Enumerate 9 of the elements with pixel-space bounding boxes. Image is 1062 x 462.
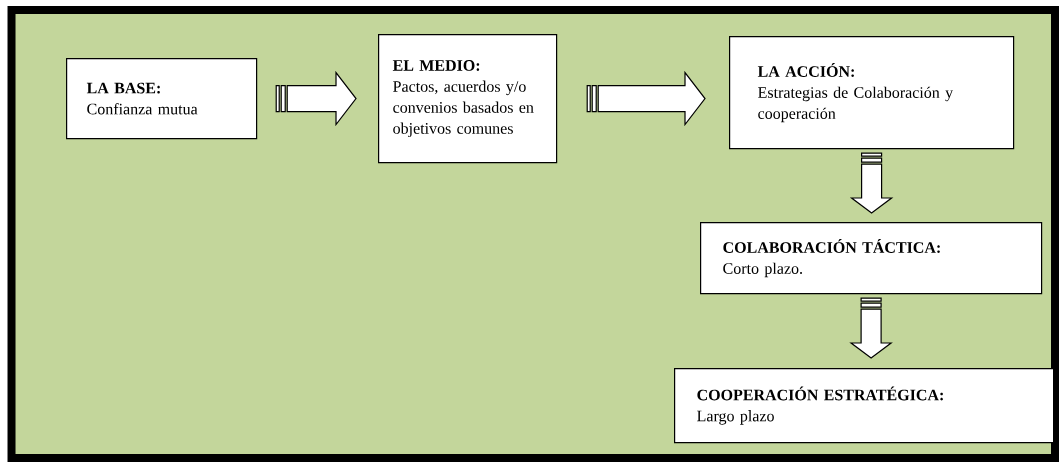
text-box: COOPERACIÓN ESTRATÉGICA: Largo plazo [674, 368, 1055, 444]
text-box: COLABORACIÓN TÁCTICA: Corto plazo. [700, 222, 1043, 295]
text-box: EL MEDIO: Pactos, acuerdos y/o convenios basados en objetivos comunes [378, 34, 558, 164]
block-arrow [275, 70, 357, 127]
block-arrow [586, 70, 706, 127]
text-box: LA BASE: Confianza mutua [66, 58, 258, 140]
block-arrow [849, 152, 894, 214]
text-box: LA ACCIÓN: Estrategias de Colaboración y cooperación [729, 36, 1015, 150]
block-arrow [849, 297, 893, 359]
